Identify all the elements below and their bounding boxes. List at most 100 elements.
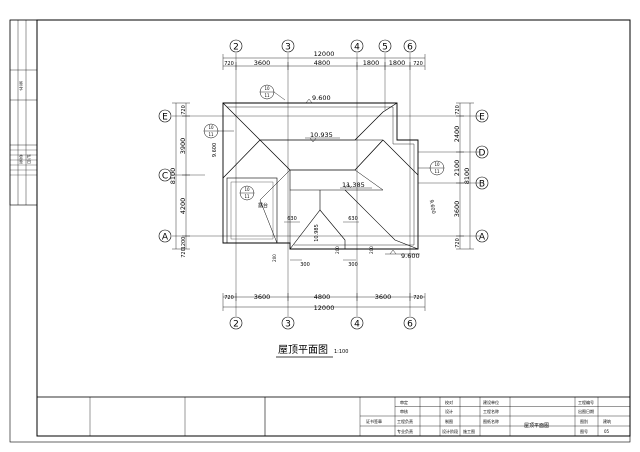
tb-cell: 工程名称 <box>483 408 499 414</box>
tb-cell: 图纸名称 <box>483 418 499 424</box>
axis-label-top: 3 <box>285 43 291 53</box>
roof-outline <box>222 102 419 250</box>
detail-ref-sheet: 11 <box>208 132 214 137</box>
axis-label-right: A <box>479 233 486 243</box>
elevation-label: 11.385 <box>342 181 365 189</box>
tb-cell: 制图 <box>445 418 453 424</box>
dimension-left <box>172 102 190 250</box>
axis-label-left: A <box>162 233 169 243</box>
dim-right-total: 8100 <box>463 168 471 185</box>
left-signature-strip: 签 字 会 签 栏 目 <box>9 19 38 206</box>
drawing-scale: 1:100 <box>334 349 348 355</box>
tb-cell: 出图日期 <box>578 408 594 414</box>
detail-ref-marker: 10 11 <box>203 123 234 139</box>
dim-top-seg: 720 <box>413 61 423 67</box>
detail-ref-sheet: 11 <box>434 169 440 174</box>
tb-cell: 05 <box>604 429 610 434</box>
axis-bubbles-right: E D B A <box>475 109 489 243</box>
interior-dim: 200 <box>369 246 374 254</box>
interior-dim: 630 <box>287 216 297 222</box>
side-strip-text: 签 <box>19 158 23 164</box>
tb-cell: 校对 <box>445 399 453 405</box>
tb-cell: 专业负责 <box>397 428 413 434</box>
axis-label-top: 5 <box>382 43 388 53</box>
axis-label-bottom: 2 <box>233 320 239 330</box>
tb-cell: 施工图 <box>463 428 475 434</box>
side-strip-text: 目 <box>27 159 31 164</box>
dim-bottom-total: 12000 <box>314 304 335 312</box>
dim-left-seg: 720 <box>181 105 187 115</box>
dim-bottom-seg: 4800 <box>314 293 331 301</box>
tb-cell: 审核 <box>400 408 408 414</box>
elevation-label: 9.600 <box>428 199 436 214</box>
elevation-label: 9.600 <box>212 143 218 157</box>
tb-cell: 设计 <box>445 408 453 414</box>
axis-bubbles-left: E C A <box>158 109 172 243</box>
axis-label-top: 6 <box>407 43 413 53</box>
detail-ref-num: 10 <box>244 187 250 192</box>
drawing-title: 屋顶平面图 <box>278 344 328 356</box>
dim-bottom-seg: 720 <box>413 295 423 301</box>
dim-left-seg: 3900 <box>179 138 187 155</box>
dim-top-seg: 3600 <box>254 59 271 67</box>
interior-dim: 300 <box>300 262 310 268</box>
dim-top-seg: 1800 <box>363 59 380 67</box>
interior-dim: 630 <box>348 216 358 222</box>
dim-bottom-seg: 3600 <box>375 293 392 301</box>
detail-ref-marker: 10 11 <box>259 84 286 101</box>
axis-label-right: D <box>479 149 486 159</box>
terrace-label: 露台 <box>258 202 268 209</box>
axis-label-bottom: 6 <box>407 320 413 330</box>
dimension-top <box>222 54 426 70</box>
dim-left-seg: 4200 <box>179 198 187 215</box>
axis-label-left: E <box>162 113 168 123</box>
elevation-label: 9.600 <box>312 94 331 102</box>
axis-label-top: 4 <box>354 43 360 53</box>
axis-bubbles-top: 2 3 4 5 6 <box>229 39 417 53</box>
axis-label-bottom: 3 <box>285 320 291 330</box>
stamp-label: 证书签章 <box>366 418 382 424</box>
tb-cell: 建设单位 <box>483 399 499 405</box>
detail-ref-sheet: 11 <box>244 194 250 199</box>
dimension-right <box>456 102 474 250</box>
dim-right-seg: 2100 <box>453 160 461 177</box>
side-strip-text: 会 <box>19 153 23 159</box>
axis-label-right: E <box>479 113 485 123</box>
detail-ref-num: 10 <box>264 86 270 91</box>
axis-grid-lines <box>172 53 480 316</box>
side-strip-text: 字 <box>19 85 23 91</box>
dim-right-seg: 2400 <box>453 126 461 143</box>
dim-right-seg: 720 <box>455 238 461 248</box>
title-block: 证书签章 审定 校对 建设单位 工程编号 审核 设计 工程名称 出图日期 工程负… <box>36 396 631 437</box>
tb-cell: 建筑 <box>603 418 611 424</box>
tb-cell: 图别 <box>580 418 588 424</box>
detail-ref-num: 10 <box>434 162 440 167</box>
tb-cell: 工程负责 <box>397 418 413 424</box>
tb-drawing-name: 屋顶平面图 <box>524 423 549 429</box>
dim-bottom-seg: 720 <box>224 295 234 301</box>
axis-label-bottom: 4 <box>354 320 360 330</box>
tb-cell: 审定 <box>400 399 408 405</box>
dim-left-seg: 720 <box>181 248 187 258</box>
tb-cell: 工程编号 <box>578 399 594 405</box>
dim-top-seg: 720 <box>224 61 234 67</box>
elevation-label: 9.600 <box>401 252 420 260</box>
dim-top-seg: 4800 <box>314 59 331 67</box>
dim-bottom-seg: 3600 <box>254 293 271 301</box>
tb-cell: 设计阶段 <box>442 428 458 434</box>
dim-right-seg: 3600 <box>453 201 461 218</box>
elevation-label: 10.985 <box>314 224 320 242</box>
side-strip-text: 栏 <box>27 153 31 159</box>
detail-ref-num: 10 <box>208 125 214 130</box>
dim-left-total: 8100 <box>169 168 177 185</box>
elevation-label: 10.935 <box>310 131 333 139</box>
detail-ref-marker: 10 11 <box>418 160 445 176</box>
elevation-markers <box>303 98 420 255</box>
dim-left-seg: 1200 <box>181 237 187 250</box>
interior-dim: 200 <box>335 246 340 254</box>
dimension-bottom <box>222 293 426 311</box>
axis-bubbles-bottom: 2 3 4 6 <box>229 316 417 330</box>
interior-dim: 300 <box>348 262 358 268</box>
dim-right-seg: 720 <box>455 105 461 115</box>
tb-cell: 图号 <box>580 428 588 434</box>
